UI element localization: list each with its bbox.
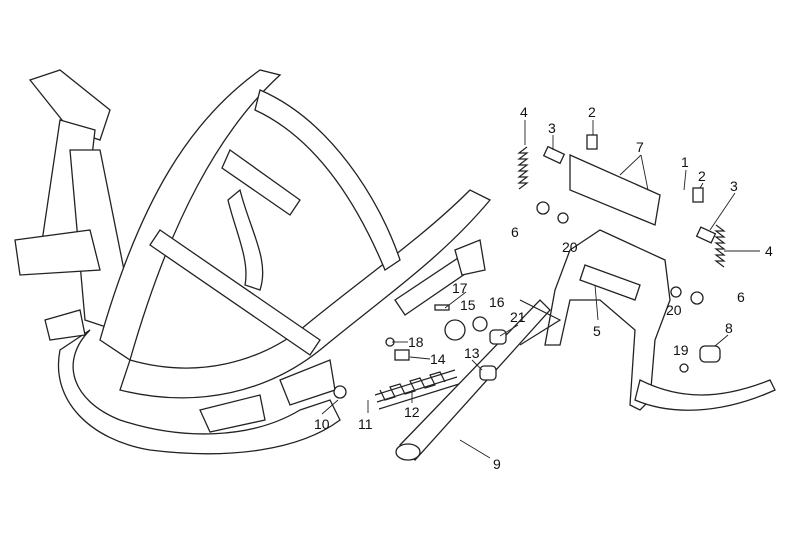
callout-9: 9 bbox=[493, 456, 501, 472]
callout-17: 17 bbox=[452, 280, 468, 296]
callout-13: 13 bbox=[464, 345, 480, 361]
callout-5: 5 bbox=[593, 323, 601, 339]
callout-6: 6 bbox=[737, 289, 745, 305]
callout-12: 12 bbox=[404, 404, 420, 420]
callout-7: 7 bbox=[636, 139, 644, 155]
springs bbox=[374, 146, 726, 410]
callout-18: 18 bbox=[408, 334, 424, 350]
callout-labels: 4 3 2 7 1 2 3 4 6 20 20 6 5 17 15 16 21 … bbox=[314, 104, 773, 472]
callout-14: 14 bbox=[430, 351, 446, 367]
center-stand bbox=[544, 153, 776, 411]
callout-10: 10 bbox=[314, 416, 330, 432]
callout-8: 8 bbox=[725, 320, 733, 336]
callout-11: 11 bbox=[358, 416, 373, 432]
callout-4: 4 bbox=[520, 104, 528, 120]
callout-2: 2 bbox=[588, 104, 596, 120]
callout-6: 6 bbox=[511, 224, 519, 240]
callout-15: 15 bbox=[460, 297, 476, 313]
callout-20: 20 bbox=[562, 239, 578, 255]
callout-20: 20 bbox=[666, 302, 682, 318]
callout-19: 19 bbox=[673, 342, 689, 358]
side-stand bbox=[395, 299, 562, 461]
hardware bbox=[333, 134, 721, 399]
callout-1: 1 bbox=[681, 154, 689, 170]
callout-21: 21 bbox=[510, 309, 526, 325]
callout-3: 3 bbox=[548, 120, 556, 136]
callout-4: 4 bbox=[765, 243, 773, 259]
scooter-frame bbox=[14, 69, 492, 455]
leader-lines bbox=[321, 120, 760, 459]
callout-16: 16 bbox=[489, 294, 505, 310]
callout-2: 2 bbox=[698, 168, 706, 184]
callout-3: 3 bbox=[730, 178, 738, 194]
